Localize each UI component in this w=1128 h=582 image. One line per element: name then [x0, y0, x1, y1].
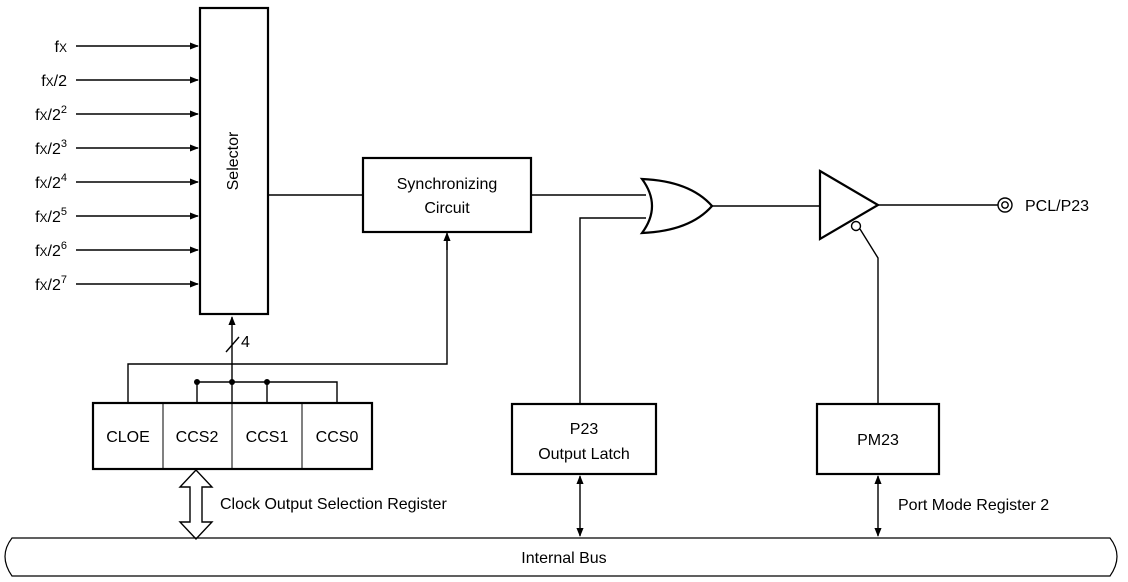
register-name-label: Clock Output Selection Register	[220, 496, 447, 513]
port-mode-register-label: Port Mode Register 2	[898, 497, 1049, 514]
pm23-to-buffer-wire	[859, 228, 879, 404]
input-label-4: fX/24	[35, 172, 67, 192]
bus-width-label: 4	[241, 334, 250, 351]
input-label-6: fX/26	[35, 240, 67, 260]
sync-label-line2: Circuit	[424, 200, 470, 217]
input-label-1: fX/2	[41, 73, 67, 90]
register-cell-ccs0: CCS0	[316, 429, 359, 446]
output-pin-label: PCL/P23	[1025, 198, 1089, 215]
ccs0-tap	[197, 381, 338, 403]
input-label-2: fX/22	[35, 104, 67, 124]
junction-dot-3	[264, 379, 270, 385]
register-bus-double-arrow	[178, 468, 214, 541]
pm23-label: PM23	[857, 432, 899, 449]
internal-bus-label: Internal Bus	[521, 550, 606, 567]
register-cell-cloe: CLOE	[106, 429, 150, 446]
register-cell-ccs2: CCS2	[176, 429, 219, 446]
frequency-inputs: fX fX/2 fX/22 fX/23 fX/24 fX/25 fX/26 fX/27	[35, 39, 199, 294]
output-pin-outer	[997, 197, 1013, 213]
input-label-3: fX/23	[35, 138, 67, 158]
output-pin-inner	[1001, 201, 1009, 209]
input-label-7: fX/27	[35, 274, 67, 294]
latch-label-line1: P23	[570, 421, 599, 438]
bus-width-slash	[225, 336, 240, 353]
sync-label-line1: Synchronizing	[397, 176, 498, 193]
latch-to-or-wire	[579, 217, 646, 404]
p23-output-latch	[510, 402, 658, 476]
register-cell-ccs1: CCS1	[246, 429, 289, 446]
input-label-0: fX	[55, 39, 67, 56]
tristate-buffer	[818, 169, 881, 241]
cloe-to-sync-wire	[127, 236, 448, 403]
buffer-enable-bubble	[850, 220, 862, 232]
selector-label: Selector	[225, 131, 242, 190]
internal-bus	[4, 537, 1118, 577]
pm23-block	[815, 402, 941, 476]
input-label-5: fX/25	[35, 206, 67, 226]
or-gate	[639, 177, 714, 235]
synchronizing-circuit-block	[361, 156, 533, 234]
latch-label-line2: Output Latch	[538, 446, 630, 463]
junction-dot-1	[194, 379, 200, 385]
selector-block	[198, 6, 270, 316]
